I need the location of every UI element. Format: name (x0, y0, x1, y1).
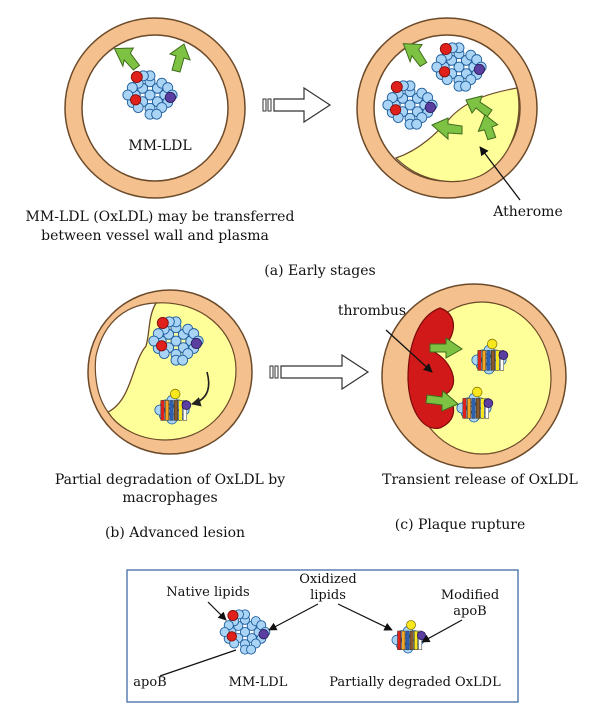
legend-box (126, 569, 519, 703)
mm-ldl-label: MM-LDL (128, 138, 191, 154)
vessel-c (381, 283, 567, 469)
caption-c: Transient release of OxLDL (382, 472, 578, 488)
degraded-oxldl-b (154, 388, 192, 425)
atheroma-label: Atherome (492, 204, 562, 220)
atheroma-pointer (479, 146, 521, 201)
ldl-particle-a2 (431, 42, 487, 92)
stage-label-a: (a) Early stages (264, 263, 375, 279)
transition-arrow-icon (269, 353, 370, 391)
stage-label-b: (b) Advanced lesion (105, 525, 245, 541)
plaque-arrow-icon (465, 95, 493, 118)
oxidized-pointer-right (337, 603, 393, 631)
caption-b-line2: macrophages (122, 490, 217, 506)
release-arrow-icon (477, 113, 499, 141)
degraded-oxldl-c2 (456, 386, 494, 423)
legend-apob: apoB (133, 675, 166, 690)
caption-b-line1: Partial degradation of OxLDL by (55, 472, 285, 488)
influx-arrow-icon (113, 47, 141, 71)
legend-native-lipids: Native lipids (166, 585, 249, 600)
ldl-particle-a3 (382, 80, 438, 130)
modified-apob-pointer (421, 619, 463, 643)
influx-arrow-icon (402, 43, 428, 68)
ldl-particle-a1 (122, 70, 178, 120)
legend-oxidized-line2: lipids (310, 588, 346, 603)
apob-pointer (159, 649, 237, 677)
caption-a-line2: between vessel wall and plasma (41, 228, 269, 244)
plaque-arrow-icon (431, 117, 463, 141)
release-arrow-icon (429, 337, 463, 359)
caption-a-line1: MM-LDL (OxLDL) may be transferred (26, 209, 295, 225)
legend-oxidized-line1: Oxidized (299, 572, 357, 587)
degraded-oxldl-c1 (471, 338, 509, 375)
thrombus-pointer (385, 329, 433, 373)
legend-degraded: Partially degraded OxLDL (329, 675, 501, 690)
lumen-b (94, 302, 158, 413)
efflux-arrow-icon (168, 43, 191, 73)
legend-modified-line2: apoB (453, 604, 486, 619)
legend-modified-line1: Modified (441, 588, 499, 603)
ldl-particle-b1 (148, 316, 204, 366)
thrombus-label: thrombus (338, 303, 406, 319)
transition-arrow-icon (262, 86, 332, 124)
native-lipids-pointer (207, 601, 227, 621)
uptake-arrow-icon (191, 371, 210, 407)
legend-mm-ldl-particle (219, 609, 271, 655)
vessel-b (87, 289, 253, 455)
oxidized-pointer-left (268, 603, 319, 631)
stage-label-c: (c) Plaque rupture (395, 517, 525, 533)
legend-mm-ldl: MM-LDL (229, 675, 288, 690)
release-arrow-icon (425, 390, 459, 412)
